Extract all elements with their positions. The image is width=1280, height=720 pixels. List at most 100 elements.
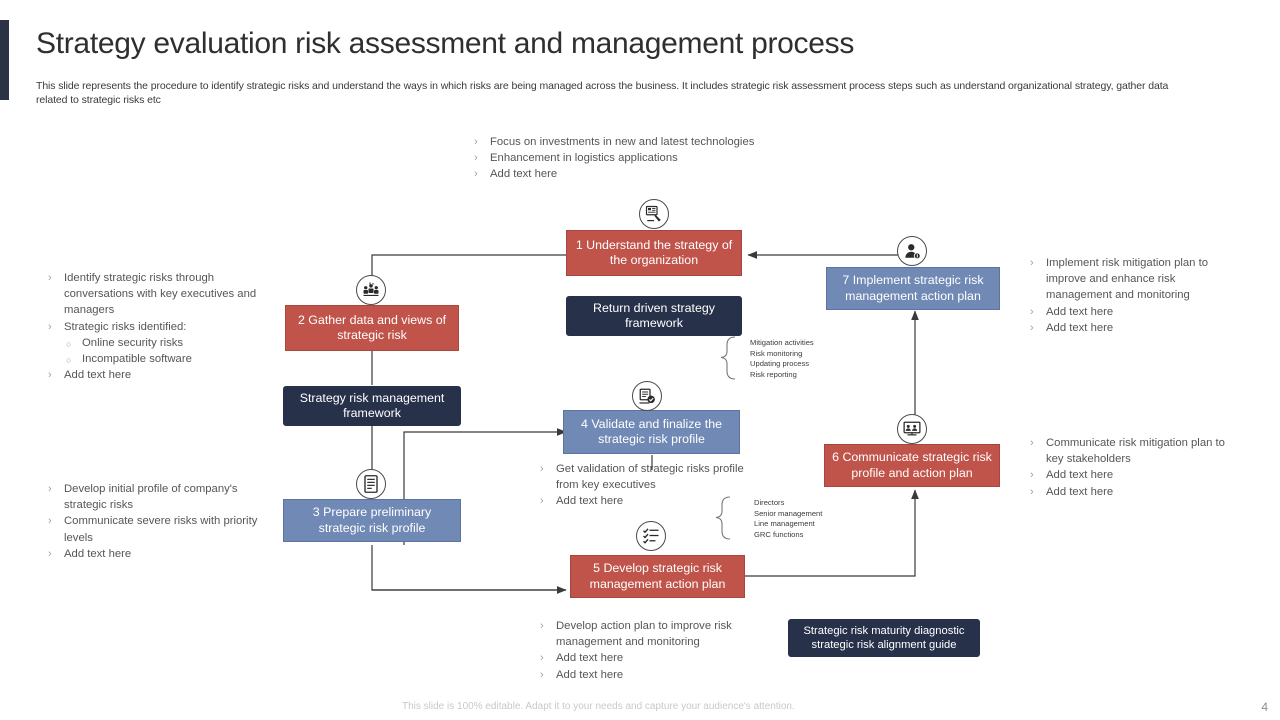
annotation-item: Risk monitoring [750,348,803,358]
process-box-step2-label: 2 Gather data and views of strategic ris… [297,312,447,343]
bullet-item: ○ Online security risks [46,335,278,351]
framework-box-return-driven-label: Return driven strategy framework [593,300,715,331]
process-box-step1[interactable]: 1 Understand the strategy of the organiz… [566,230,742,276]
bullet-item-text: Add text here [1046,485,1114,498]
bullet-marker: › [48,515,52,528]
annotation-item: Updating process [750,359,810,369]
process-box-step7[interactable]: 7 Implement strategic risk management ac… [826,267,1000,310]
process-box-step6[interactable]: 6 Communicate strategic risk profile and… [824,444,1000,487]
bullet-marker: › [474,136,478,148]
bullet-group-left-lower: › Develop initial profile of company's st… [46,481,278,562]
bullet-item-text: Add text here [1046,469,1114,482]
framework-box-return-driven[interactable]: Return driven strategy framework [566,296,742,336]
framework-box-strategy-risk-label: Strategy risk management framework [299,390,445,421]
bullet-item-text: Add text here [1046,305,1114,318]
bullet-item: › Develop action plan to improve risk man… [538,618,778,650]
title-accent-bar [0,20,9,100]
bullet-item: ›Add text here [1028,320,1240,336]
strategy-board-icon [639,199,669,229]
bullet-marker: › [48,483,52,495]
process-box-step3-label: 3 Prepare preliminary strategic risk pro… [312,505,432,535]
bullet-item: ›Enhancement in logistics applications [472,150,832,166]
bullet-group-right-upper: › Implement risk mitigation plan to impro… [1028,255,1240,336]
bullet-item-text: Get validation of strategic risks profil… [556,463,744,492]
framework-box-maturity-diagnostic-label: Strategic risk maturity diagnostic strat… [803,625,965,651]
process-box-step7-label: 7 Implement strategic risk management ac… [842,273,984,303]
annotation-item: Senior management [754,508,823,518]
bullet-item-text: Add text here [64,369,132,382]
bullet-group-left-upper: › Identify strategic risks through conver… [46,270,278,383]
bullet-group-right-lower: › Communicate risk mitigation plan to key… [1028,435,1240,500]
bullet-item-text: Communicate risk mitigation plan to key … [1046,437,1225,466]
process-box-step4[interactable]: 4 Validate and finalize the strategic ri… [563,410,740,454]
bullet-item: › Add text here [1028,467,1240,483]
bullet-marker: › [48,547,52,560]
bullet-item-text: Implement risk mitigation plan to improv… [1046,257,1208,302]
bullet-item: › Add text here [46,546,278,562]
bullet-item: › Focus on investments in new and latest … [472,134,832,150]
bullet-item-text: Develop initial profile of company's str… [64,483,238,512]
page-title: Strategy evaluation risk assessment and … [36,27,855,60]
bullet-marker-sub: ○ [66,355,72,366]
framework-box-strategy-risk[interactable]: Strategy risk management framework [283,386,461,426]
bullet-marker: › [48,272,52,284]
bullet-marker-sub: ○ [66,338,72,349]
bullet-marker: › [1030,437,1034,449]
bullet-marker: › [540,620,544,632]
validate-stamp-icon [632,381,662,411]
bullet-item-text: Add text here [556,668,624,681]
bullet-marker: › [540,652,544,665]
document-profile-icon [356,469,386,499]
annotation-item: Directors [754,498,785,507]
bullet-marker: › [1030,469,1034,482]
bullet-item: › Add text here [538,650,778,666]
bullet-marker: › [1030,485,1034,498]
team-data-icon [356,275,386,305]
bullet-marker: › [540,668,544,681]
process-box-step3[interactable]: 3 Prepare preliminary strategic risk pro… [283,499,461,542]
process-box-step5-label: 5 Develop strategic risk management acti… [589,561,726,591]
bullet-group-center-lower: › Develop action plan to improve risk man… [538,618,778,683]
bullet-item-text: Add text here [556,652,624,665]
annotation-item: GRC functions [754,529,804,539]
bullet-item-text: Strategic risks identified: [64,320,187,333]
bullet-item-text: Add text here [64,547,132,560]
bullet-item: › Add text here [538,667,778,683]
user-badge-icon [897,236,927,266]
bullet-marker: › [540,495,544,508]
annotation-item: Risk reporting [750,369,797,379]
annotation-item: Mitigation activities [750,338,814,347]
framework-box-maturity-diagnostic[interactable]: Strategic risk maturity diagnostic strat… [788,619,980,657]
bullet-item: ›Get validation of strategic risks profi… [538,461,768,493]
process-box-step4-label: 4 Validate and finalize the strategic ri… [581,416,722,447]
process-box-step2[interactable]: 2 Gather data and views of strategic ris… [285,305,459,351]
bullet-item-text: Identify strategic risks through convers… [64,272,257,317]
bullet-item: › Identify strategic risks through conver… [46,270,278,319]
bullet-group-center-mid: › Get validation of strategic risks profi… [538,461,768,510]
bullet-item: › Communicate risk mitigation plan to key… [1028,435,1240,467]
bullet-item: › Add text here [538,493,768,509]
page-subtitle: This slide represents the procedure to i… [36,80,1169,106]
bullet-item: › Implement risk mitigation plan to impro… [1028,255,1240,304]
footer-note: This slide is 100% editable. Adapt it to… [402,701,795,712]
bullet-marker: › [474,168,478,181]
process-box-step1-label: 1 Understand the strategy of the organiz… [575,237,733,268]
bullet-item-text: Incompatible software [82,353,192,366]
bullet-item-text: Enhancement in logistics applications [490,152,678,165]
bullet-item-text: Add text here [490,168,558,181]
bullet-marker: › [1030,257,1034,269]
checklist-icon [636,521,666,551]
bullet-item: › Add text here [472,166,832,182]
bullet-item-text: Add text here [556,495,624,508]
bullet-item: › Communicate severe risks with priority … [46,513,278,545]
bullet-marker: › [1030,321,1034,334]
bullet-item: ›Add text here [46,367,278,383]
bullet-item-text: Communicate severe risks with priority l… [64,515,258,544]
bullet-item-text: Online security risks [82,336,184,349]
bullet-item-text: Develop action plan to improve risk mana… [556,620,732,649]
bullet-item: › Develop initial profile of company's st… [46,481,278,513]
process-box-step5[interactable]: 5 Develop strategic risk management acti… [570,555,745,598]
bullet-item-text: Focus on investments in new and latest t… [490,136,755,148]
